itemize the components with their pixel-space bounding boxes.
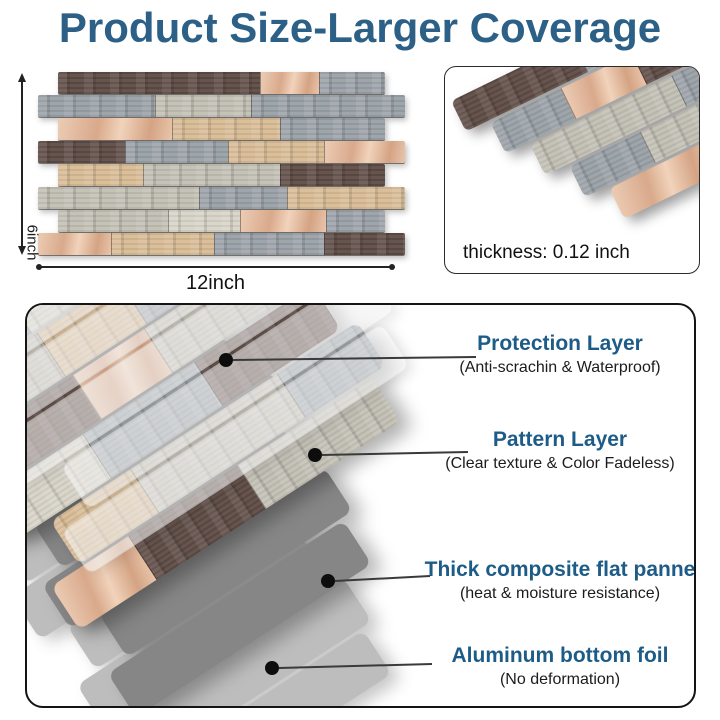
- wood-segment: [228, 141, 324, 163]
- wood-segment: [213, 233, 324, 255]
- annotation-subtitle: (heat & moisture resistance): [459, 585, 661, 602]
- callout-dot-protection: [219, 353, 233, 367]
- callout-line-foil: [278, 663, 433, 669]
- wood-segment: [125, 141, 229, 163]
- wood-segment: [198, 187, 288, 209]
- tile-strip: [38, 141, 405, 163]
- annotation-subtitle: (Clear texture & Color Fadeless): [445, 455, 675, 472]
- callout-lines: [219, 353, 477, 675]
- callout-dot-pattern: [308, 448, 322, 462]
- tile-strip: [58, 72, 385, 94]
- layers-box: Protection Layer (Anti-scrachin & Waterp…: [25, 303, 696, 708]
- copper-segment: [240, 210, 326, 232]
- wood-segment: [250, 95, 405, 117]
- wood-segment: [168, 210, 241, 232]
- wood-segment: [280, 118, 385, 140]
- callout-dot-foil: [265, 661, 279, 675]
- wood-segment: [323, 233, 405, 255]
- width-dimension-line: [36, 264, 395, 270]
- thickness-label: thickness: 0.12 inch: [463, 242, 630, 263]
- wood-segment: [154, 95, 251, 117]
- wood-segment: [280, 164, 385, 186]
- tile-strip: [38, 187, 405, 209]
- tile-strip: [58, 210, 385, 232]
- annotation-protection: Protection Layer (Anti-scrachin & Waterp…: [405, 331, 694, 378]
- thickness-tile: [451, 67, 699, 267]
- annotation-foil: Aluminum bottom foil (No deformation): [405, 643, 694, 690]
- height-dimension-label: 6inch: [23, 224, 41, 261]
- tile-strip: [58, 164, 385, 186]
- annotation-title: Protection Layer: [477, 332, 643, 355]
- callout-line-protection: [232, 356, 477, 361]
- callout-dot-composite: [321, 574, 335, 588]
- wood-segment: [287, 187, 405, 209]
- wood-segment: [38, 95, 155, 117]
- annotation-composite: Thick composite flat panne (heat & moist…: [405, 557, 696, 604]
- annotation-title: Aluminum bottom foil: [451, 644, 669, 667]
- thickness-box: thickness: 0.12 inch: [444, 66, 700, 274]
- tile-strip: [38, 95, 405, 117]
- height-dimension-line: 6inch: [18, 73, 41, 260]
- tile-strip: [58, 118, 385, 140]
- callout-line-pattern: [321, 451, 469, 456]
- wood-segment: [110, 233, 214, 255]
- copper-segment: [323, 141, 405, 163]
- page-title: Product Size-Larger Coverage: [58, 4, 662, 51]
- annotation-subtitle: (Anti-scrachin & Waterproof): [459, 359, 661, 376]
- wood-segment: [38, 187, 199, 209]
- width-dimension-label: 12inch: [186, 272, 245, 294]
- wood-segment: [58, 164, 143, 186]
- wood-segment: [58, 72, 260, 94]
- callout-line-composite: [334, 575, 431, 582]
- wood-segment: [38, 141, 126, 163]
- copper-segment: [58, 118, 172, 140]
- tile-panel: [38, 72, 405, 256]
- tile-strip: [38, 233, 405, 255]
- copper-segment: [38, 233, 111, 255]
- wood-segment: [319, 72, 385, 94]
- wood-segment: [142, 164, 280, 186]
- wood-segment: [171, 118, 280, 140]
- annotation-subtitle: (No deformation): [499, 671, 621, 688]
- wood-segment: [325, 210, 385, 232]
- annotation-title: Pattern Layer: [492, 428, 628, 451]
- annotation-pattern: Pattern Layer (Clear texture & Color Fad…: [405, 427, 694, 474]
- wood-segment: [58, 210, 169, 232]
- annotation-title: Thick composite flat panne: [424, 558, 696, 581]
- copper-segment: [259, 72, 319, 94]
